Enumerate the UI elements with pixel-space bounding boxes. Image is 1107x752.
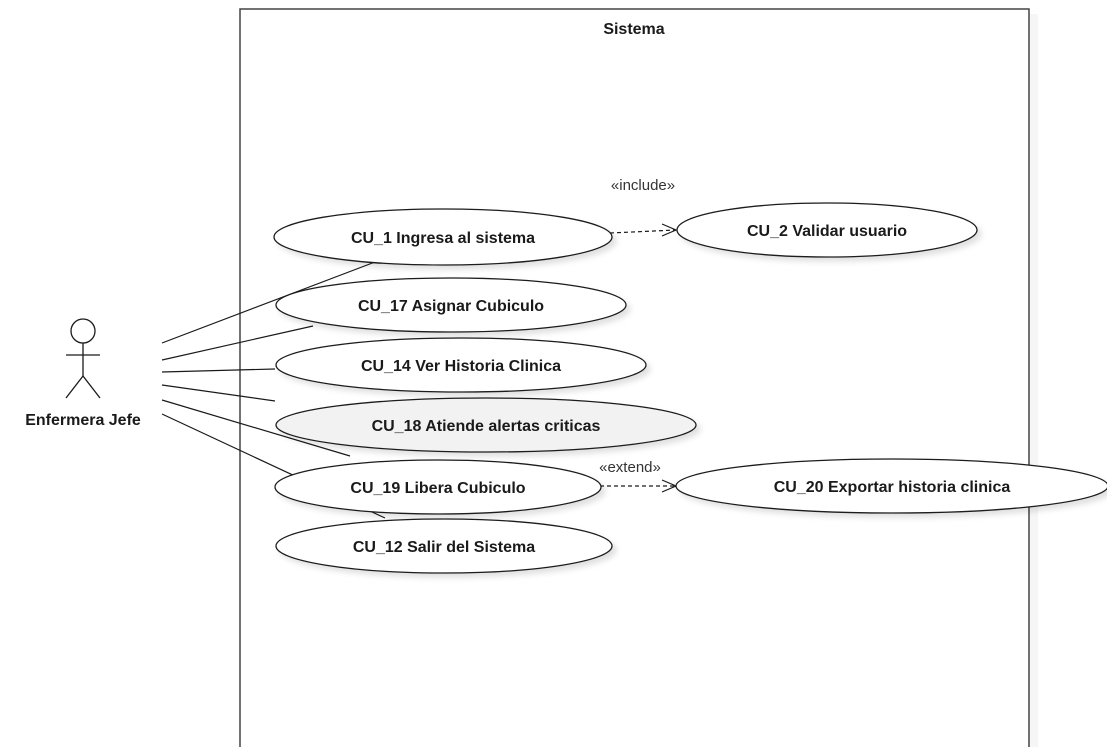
association-cu1[interactable] — [161, 261, 376, 344]
use-case-cu2-label: CU_2 Validar usuario — [747, 223, 907, 240]
include-relation[interactable]: «include» — [609, 177, 678, 237]
extend-relation[interactable]: «extend» — [599, 459, 678, 493]
use-case-cu20[interactable]: CU_20 Exportar historia clinica — [675, 458, 1107, 514]
use-case-cu17-label: CU_17 Asignar Cubiculo — [358, 298, 544, 315]
association-cu14[interactable] — [161, 368, 276, 373]
use-case-cu1-label: CU_1 Ingresa al sistema — [351, 230, 535, 247]
use-case-cu19-label: CU_19 Libera Cubiculo — [350, 480, 525, 497]
use-case-cu14[interactable]: CU_14 Ver Historia Clinica — [275, 337, 647, 393]
use-case-cu12[interactable]: CU_12 Salir del Sistema — [275, 518, 613, 574]
use-case-cu14-label: CU_14 Ver Historia Clinica — [361, 358, 561, 375]
include-label: «include» — [611, 177, 675, 194]
system-title: Sistema — [603, 21, 664, 38]
use-case-cu17[interactable]: CU_17 Asignar Cubiculo — [275, 277, 627, 333]
use-case-cu18-label: CU_18 Atiende alertas criticas — [372, 418, 601, 435]
association-cu17[interactable] — [161, 325, 314, 361]
actor-name: Enfermera Jefe — [25, 412, 141, 429]
use-case-cu18[interactable]: CU_18 Atiende alertas criticas — [275, 397, 697, 453]
association-cu19[interactable] — [161, 399, 351, 457]
associations — [161, 261, 386, 519]
use-case-cu1[interactable]: CU_1 Ingresa al sistema — [273, 208, 613, 266]
stick-figure-icon — [65, 318, 101, 399]
use-case-cu2[interactable]: CU_2 Validar usuario — [676, 202, 978, 258]
use-case-cu20-label: CU_20 Exportar historia clinica — [774, 479, 1011, 496]
association-cu18[interactable] — [161, 384, 276, 402]
system-boundary[interactable]: Sistema — [239, 8, 1038, 752]
use-case-cu12-label: CU_12 Salir del Sistema — [353, 539, 535, 556]
use-case-cu19[interactable]: CU_19 Libera Cubiculo — [274, 459, 602, 515]
actor[interactable]: Enfermera Jefe — [25, 318, 141, 429]
extend-label: «extend» — [599, 459, 661, 476]
